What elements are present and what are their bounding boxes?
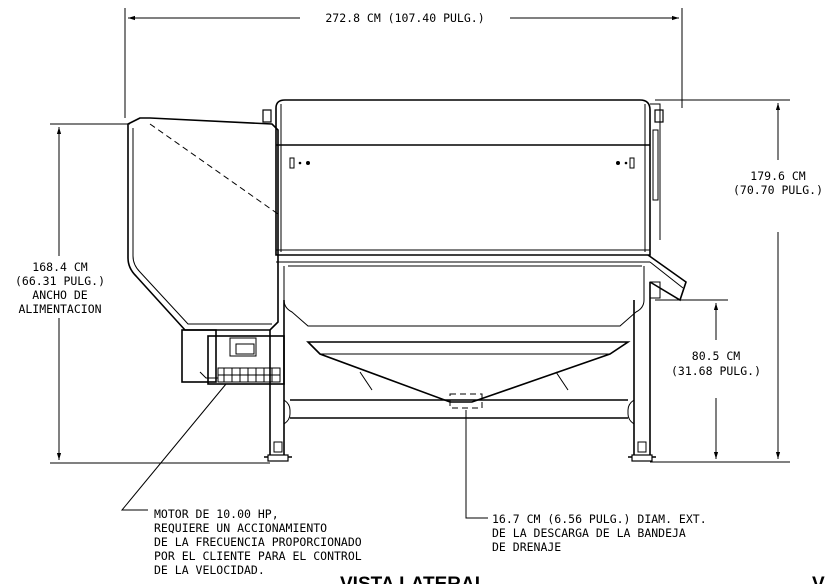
feed-width-label-in: (66.31 PULG.)	[15, 274, 105, 288]
feed-width-dimension: 168.4 CM (66.31 PULG.) ANCHO DE ALIMENTA…	[15, 123, 270, 464]
motor-callout-line5: DE LA VELOCIDAD.	[154, 563, 265, 577]
right-view-title-partial: V	[812, 574, 825, 584]
discharge-height-label-cm: 80.5 CM	[692, 349, 741, 363]
machine-outline	[127, 99, 687, 462]
hopper-hidden-line	[149, 123, 279, 215]
overall-width-dimension: 272.8 CM (107.40 PULG.)	[124, 8, 683, 118]
drain-leader	[465, 410, 488, 519]
overall-width-label: 272.8 CM (107.40 PULG.)	[325, 11, 484, 25]
motor-callout-line2: REQUIERE UN ACCIONAMIENTO	[154, 521, 327, 535]
fastener-right	[616, 157, 635, 169]
feed-width-label-cm: 168.4 CM	[32, 260, 87, 274]
motor-leader	[120, 383, 227, 511]
drain-pan	[306, 341, 631, 403]
feed-width-label-desc1: ANCHO DE	[32, 288, 87, 302]
drain-callout-line2: DE LA DESCARGA DE LA BANDEJA	[492, 526, 686, 540]
motor-callout-line3: DE LA FRECUENCIA PROPORCIONADO	[154, 535, 362, 549]
discharge-height-label-in: (31.68 PULG.)	[671, 364, 761, 378]
drain-callout-line3: DE DRENAJE	[492, 540, 561, 554]
drain-callout: 16.7 CM (6.56 PULG.) DIAM. EXT. DE LA DE…	[492, 512, 707, 554]
motor-callout-line1: MOTOR DE 10.00 HP,	[154, 507, 279, 521]
top-knob-left	[262, 109, 272, 123]
discharge-height-dimension: 80.5 CM (31.68 PULG.)	[655, 299, 761, 459]
discharge-chute	[647, 254, 687, 302]
feed-width-label-desc2: ALIMENTACION	[18, 302, 101, 316]
overall-height-label-cm: 179.6 CM	[750, 169, 805, 183]
frame-legs	[264, 282, 656, 462]
motor-callout: MOTOR DE 10.00 HP, REQUIERE UN ACCIONAMI…	[154, 507, 362, 577]
drain-outlet	[449, 393, 483, 409]
side-view-title: VISTA LATERAL	[340, 574, 487, 584]
overall-height-dimension: 179.6 CM (70.70 PULG.)	[650, 99, 823, 463]
motor-callout-line4: POR EL CLIENTE PARA EL CONTROL	[154, 549, 362, 563]
drain-callout-line1: 16.7 CM (6.56 PULG.) DIAM. EXT.	[492, 512, 707, 526]
motor-assembly	[181, 329, 285, 385]
top-knob-right	[654, 109, 664, 123]
fastener-left	[289, 157, 310, 169]
overall-height-label-in: (70.70 PULG.)	[733, 183, 823, 197]
